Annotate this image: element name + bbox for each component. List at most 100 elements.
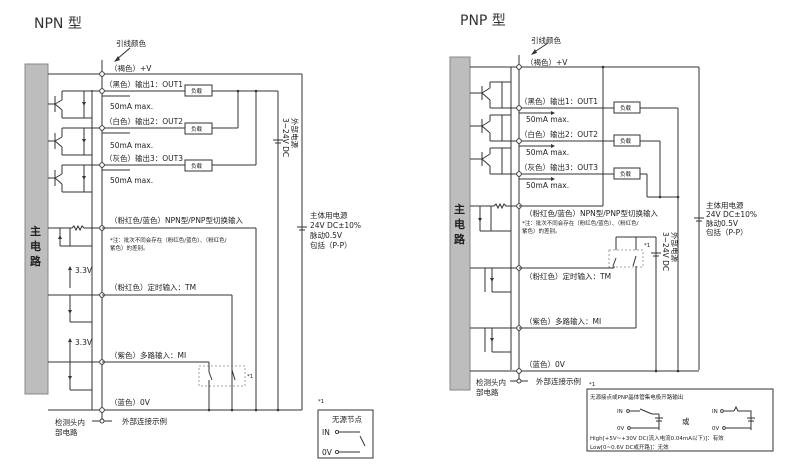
pnp-label-out1: （黑色）输出1：OUT1	[520, 96, 598, 106]
pnp-main-power-1: 主体用电源	[706, 200, 744, 210]
npn-zero-v-label: 0V	[322, 448, 333, 457]
npn-in-label: IN	[322, 428, 330, 437]
pnp-load-1: 负载	[620, 104, 632, 112]
npn-current-3: 50mA max.	[110, 176, 153, 185]
pnp-label-out3: （灰色）输出3：OUT3	[520, 162, 598, 172]
npn-note-line-2: 紫色）的差别。	[110, 244, 149, 252]
npn-lead-color-label: 引线颜色	[116, 38, 146, 48]
pnp-diagram: PNP 型 引线颜色 主 电 路 （褐色）+V 负载	[449, 13, 774, 452]
pnp-note-line-2: 紫色）的差别。	[522, 227, 561, 235]
npn-load-2: 负载	[191, 125, 203, 133]
npn-dry-contact-box	[317, 409, 374, 459]
pnp-sensor-internal-1: 检测头内	[476, 377, 506, 387]
pnp-timer-input: （粉红色）定时输入：TM	[470, 265, 614, 293]
npn-footnote-mark: *1	[318, 399, 324, 405]
pnp-label-multi-input: （紫色）多路输入：MI	[525, 316, 601, 326]
npn-main-circuit-label-2: 电	[30, 239, 41, 253]
pnp-ext-power-label-2: 3~24V DC	[661, 232, 670, 271]
npn-main-power-3: 脉动0.5V	[310, 230, 343, 240]
pnp-label-vplus: （褐色）+V	[526, 57, 568, 67]
npn-diagram: NPN 型 引线颜色 主 电 路 （褐色）+V	[24, 16, 374, 459]
pnp-output-1: 负载 （黑色）输出1：OUT1 50mA max.	[470, 81, 679, 197]
npn-lead-arrowhead	[114, 56, 120, 62]
npn-main-circuit-label-3: 路	[30, 254, 42, 268]
npn-load-1: 负载	[191, 87, 203, 95]
npn-output-3: 负载 （灰色）输出3：OUT3 50mA max.	[48, 89, 258, 193]
pnp-ext-switch-box	[608, 249, 644, 268]
pnp-footnote-box	[586, 388, 774, 452]
npn-sensor-internal-1: 检测头内	[55, 417, 85, 427]
pnp-high-text: High[+5V~+30V DC(流入电流0.04mA以下)]：有效	[590, 434, 724, 442]
npn-title: NPN 型	[34, 16, 82, 32]
pnp-output-3: 负载 （灰色）输出3：OUT3 50mA max.	[470, 147, 680, 370]
pnp-main-circuit-label-3: 路	[454, 232, 466, 246]
pnp-main-circuit-block	[449, 56, 471, 391]
pnp-load-3: 负载	[620, 170, 632, 178]
pnp-main-power-2: 24V DC±10%	[706, 210, 757, 219]
pnp-current-3: 50mA max.	[526, 181, 569, 190]
npn-main-power-4: 包括（P-P）	[310, 240, 352, 250]
npn-ext-switch-box	[198, 365, 246, 387]
npn-ext-power-label-2: 3~24V DC	[281, 118, 290, 157]
pnp-title: PNP 型	[460, 13, 506, 29]
npn-note-line-1: *注：批次不同会存在（粉红色/蓝色）、（粉红色/	[110, 236, 227, 244]
npn-main-circuit-label-1: 主	[30, 224, 41, 238]
pnp-lead-color-label: 引线颜色	[531, 35, 561, 45]
pnp-fn-in-1: IN	[617, 409, 623, 415]
pnp-label-switch-input: （粉红色/蓝色）NPN型/PNP型切换输入	[525, 208, 658, 218]
npn-output-1: 负载 （黑色）输出1：OUT1 50mA max.	[48, 79, 278, 119]
npn-main-circuit-block	[24, 63, 49, 395]
npn-ext-power-label-1: 外部电源	[290, 118, 300, 148]
pnp-multi-input: （紫色）多路输入：MI	[470, 266, 637, 353]
pnp-main-circuit-label-2: 电	[454, 217, 465, 231]
pnp-main-power-4: 包括（P-P）	[706, 227, 748, 237]
pnp-fn-or: 或	[682, 416, 690, 426]
pnp-label-zero-v: （蓝色）0V	[525, 359, 566, 369]
npn-main-power-2: 24V DC±10%	[310, 221, 361, 230]
npn-v33-1: 3.3V	[75, 266, 93, 275]
pnp-footnote-title: 无源接点或PNP晶体管集电极开路输出	[590, 393, 683, 401]
npn-label-out1: （黑色）输出1：OUT1	[105, 79, 183, 89]
npn-load-3: 负载	[191, 162, 203, 170]
npn-external-example: 外部连接示例	[122, 416, 167, 426]
pnp-external-example: 外部连接示例	[536, 376, 581, 386]
pnp-ext-power-label-1: 外部电源	[670, 232, 680, 262]
pnp-current-2: 50mA max.	[526, 148, 569, 157]
npn-current-2: 50mA max.	[110, 141, 153, 150]
pnp-label-out2: （白色）输出2：OUT2	[520, 129, 598, 139]
npn-terminal-vplus	[99, 71, 105, 77]
npn-label-switch-input: （粉红色/蓝色）NPN型/PNP型切换输入	[110, 215, 243, 225]
pnp-fn-zero-v-1: 0V	[617, 426, 624, 432]
pnp-footnote-mark: *1	[589, 382, 595, 388]
npn-switch-input: （粉红色/蓝色）NPN型/PNP型切换输入 *注：批次不同会存在（粉红色/蓝色）…	[48, 215, 257, 410]
npn-multi-input: 3.3V （紫色）多路输入：MI *1	[48, 338, 253, 410]
npn-label-timer-input: （粉红色）定时输入：TM	[110, 282, 196, 292]
pnp-current-1: 50mA max.	[526, 115, 569, 124]
pnp-ref-mark: *1	[644, 243, 650, 249]
npn-main-power-1: 主体用电源	[310, 210, 348, 220]
pnp-main-power-3: 脉动0.5V	[706, 218, 739, 228]
npn-label-out3: （灰色）输出3：OUT3	[105, 153, 183, 163]
pnp-label-timer-input: （粉红色）定时输入：TM	[525, 271, 611, 281]
npn-timer-input: 3.3V （粉红色）定时输入：TM	[48, 266, 233, 410]
pnp-note-line-1: *注：批次不同会存在（粉红色/蓝色）、（粉红色/	[522, 219, 639, 227]
npn-ref-mark: *1	[247, 374, 253, 380]
pnp-sensor-internal-2: 部电路	[476, 387, 499, 397]
npn-label-multi-input: （紫色）多路输入：MI	[110, 350, 186, 360]
pnp-fn-zero-v-2: 0V	[712, 426, 719, 432]
pnp-load-2: 负载	[620, 137, 632, 145]
npn-label-out2: （白色）输出2：OUT2	[105, 116, 183, 126]
npn-output-2: 负载 （白色）输出2：OUT2 50mA max.	[48, 89, 240, 156]
pnp-switch-input: （粉红色/蓝色）NPN型/PNP型切换输入 *注：批次不同会存在（粉红色/蓝色）…	[470, 202, 658, 235]
npn-dry-contact-title: 无源节点	[332, 415, 362, 424]
npn-current-1: 50mA max.	[110, 102, 153, 111]
pnp-fn-in-2: IN	[712, 409, 718, 415]
npn-label-vplus: （褐色）+V	[110, 63, 152, 73]
npn-label-zero-v: （蓝色）0V	[110, 397, 151, 407]
pnp-output-2: 负载 （白色）输出2：OUT2 50mA max.	[470, 114, 661, 197]
npn-sensor-internal-2: 部电路	[55, 427, 78, 437]
pnp-low-text: Low[0~0.6V DC或开路]：无效	[590, 443, 669, 451]
npn-v33-2: 3.3V	[75, 338, 93, 347]
pnp-main-circuit-label-1: 主	[454, 202, 465, 216]
